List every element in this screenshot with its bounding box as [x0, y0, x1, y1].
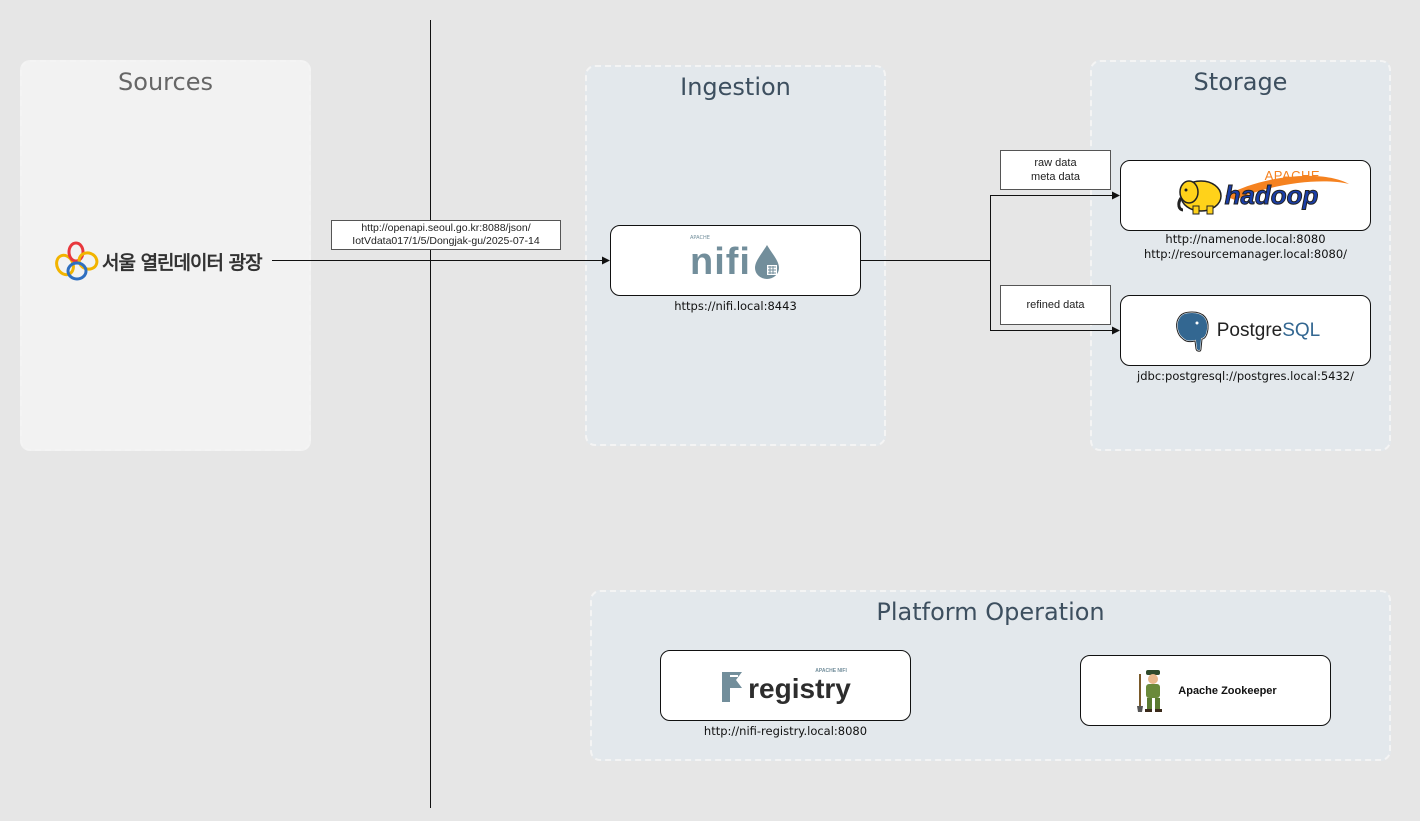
zookeeper-keeper-icon [1137, 669, 1163, 712]
nifi-registry-logo: APACHE NIFI registry [720, 668, 851, 704]
ingestion-title: Ingestion [680, 73, 791, 101]
postgresql-elephant-icon [1175, 310, 1209, 352]
seoul-flower-icon [55, 241, 99, 281]
nifi-drop-icon [754, 244, 779, 279]
nifi-registry-logo-small: APACHE NIFI [815, 667, 847, 674]
refined-data-label: refined data [1000, 285, 1111, 325]
api-url-label: http://openapi.seoul.go.kr:8088/json/ Io… [331, 220, 561, 250]
postgresql-url: jdbc:postgresql://postgres.local:5432/ [1137, 369, 1354, 383]
zookeeper-label: Apache Zookeeper [1178, 684, 1277, 697]
hadoop-logo: APACHE hadoop [1173, 168, 1349, 216]
postgresql-logo-text-a: Postgre [1216, 319, 1283, 341]
platform-operation-title: Platform Operation [876, 598, 1105, 626]
nifi-node[interactable]: APACHE nifi [610, 225, 861, 296]
nifi-url: https://nifi.local:8443 [674, 299, 797, 313]
edge-nifi-to-postgres [990, 260, 1120, 335]
refined-data-line1: refined data [1026, 299, 1085, 311]
nifi-registry-url: http://nifi-registry.local:8080 [703, 724, 868, 738]
nifi-registry-flag-icon [722, 671, 743, 702]
nifi-logo: APACHE nifi [690, 235, 781, 283]
hadoop-url-namenode: http://namenode.local:8080 [1165, 232, 1326, 246]
hadoop-url-resourcemanager: http://resourcemanager.local:8080/ [1143, 247, 1348, 261]
sources-title: Sources [118, 68, 213, 96]
api-url-line1: http://openapi.seoul.go.kr:8088/json/ [361, 222, 531, 234]
api-url-line2: IotVdata017/1/5/Dongjak-gu/2025-07-14 [352, 235, 540, 247]
edge-nifi-to-hadoop [861, 191, 1120, 261]
nifi-registry-logo-text: registry [748, 672, 851, 704]
zookeeper-node[interactable]: Apache Zookeeper [1080, 655, 1331, 726]
seoul-open-data-logo: 서울 열린데이터 광장 [52, 238, 277, 284]
hadoop-swoosh [1224, 175, 1349, 200]
storage-title: Storage [1193, 68, 1288, 96]
nifi-logo-small: APACHE [690, 234, 710, 241]
nifi-logo-text: nifi [690, 240, 751, 283]
seoul-logo-text: 서울 열린데이터 광장 [102, 251, 263, 274]
zookeeper-logo: Apache Zookeeper [1134, 668, 1277, 714]
hadoop-elephant-icon [1176, 179, 1222, 214]
nifi-registry-node[interactable]: APACHE NIFI registry [660, 650, 911, 721]
postgresql-logo-text-b: SQL [1282, 319, 1321, 341]
hadoop-node[interactable]: APACHE hadoop [1120, 160, 1371, 231]
hadoop-logo-text: hadoop [1224, 180, 1319, 211]
storage-group: Storage [1090, 60, 1391, 451]
raw-data-line1: raw data [1034, 157, 1077, 169]
raw-data-label: raw data meta data [1000, 150, 1111, 190]
raw-data-line2: meta data [1031, 171, 1080, 183]
